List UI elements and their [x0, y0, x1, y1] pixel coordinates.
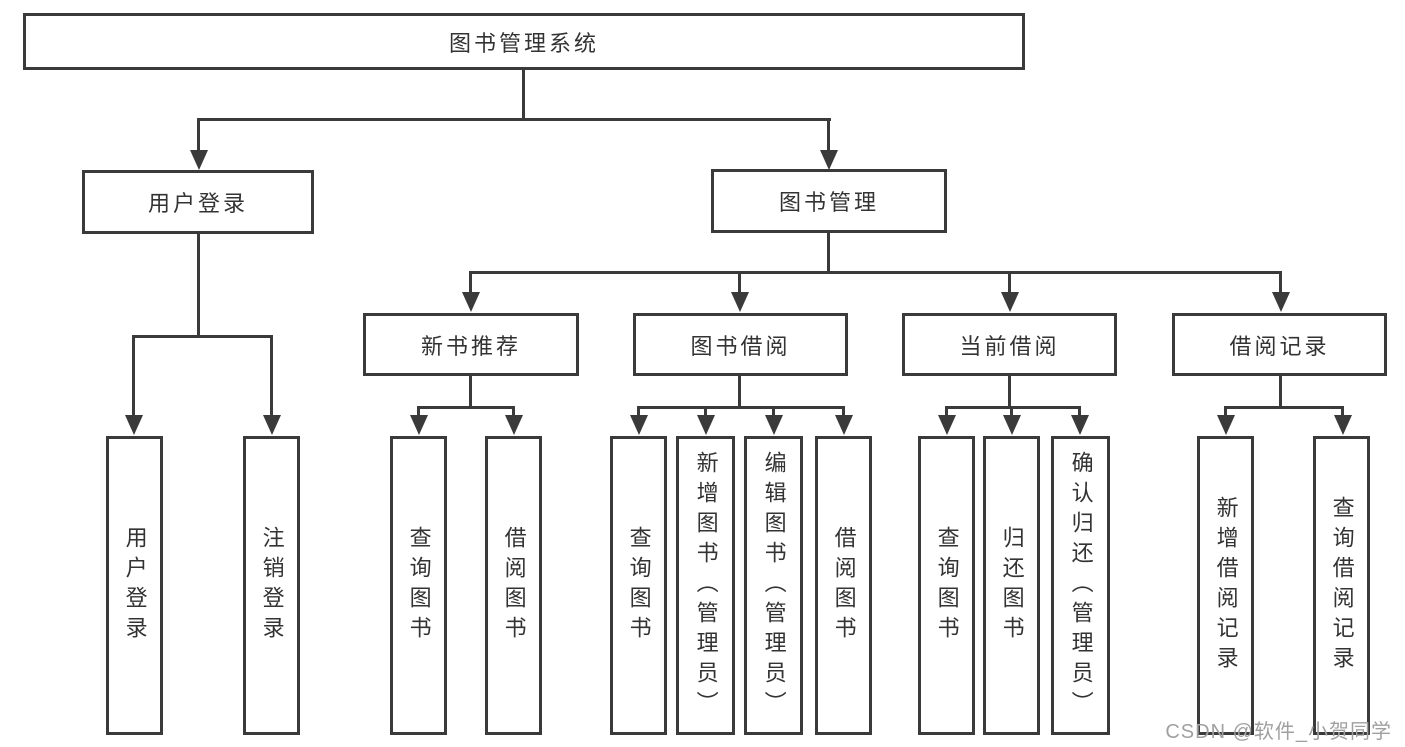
node-label: 当前借阅	[959, 333, 1060, 359]
node-label: 确认归还（管理员）	[1068, 450, 1094, 721]
line-segment	[197, 234, 200, 337]
node-label: 借阅图书	[501, 525, 527, 646]
arrowhead-down-icon	[765, 415, 783, 435]
line-segment	[738, 376, 741, 408]
line-segment	[512, 406, 515, 416]
node-label: 查询图书	[934, 525, 960, 646]
arrowhead-down-icon	[820, 150, 838, 170]
node-label: 查询图书	[406, 525, 432, 646]
arrowhead-down-icon	[505, 415, 523, 435]
line-segment	[1078, 406, 1081, 416]
node-borrowing-records: 借阅记录	[1172, 313, 1387, 376]
arrowhead-down-icon	[263, 415, 281, 435]
arrowhead-down-icon	[1334, 415, 1352, 435]
line-segment	[842, 406, 845, 416]
node-label: 图书管理系统	[448, 30, 599, 56]
node-book-management: 图书管理	[711, 169, 947, 233]
leaf-nb-borrow-books: 借阅图书	[485, 436, 542, 735]
line-segment	[1224, 406, 1227, 416]
node-label: 查询借阅记录	[1329, 495, 1355, 676]
line-segment	[1008, 271, 1011, 293]
node-label: 注销登录	[259, 525, 285, 646]
node-label: 查询图书	[626, 525, 652, 646]
line-segment	[704, 406, 707, 416]
node-book-borrowing: 图书借阅	[633, 313, 848, 376]
node-user-login: 用户登录	[82, 170, 314, 234]
line-segment	[1008, 376, 1011, 408]
leaf-bb-borrow-books: 借阅图书	[815, 436, 872, 735]
line-segment	[270, 335, 273, 416]
arrowhead-down-icon	[1003, 415, 1021, 435]
arrowhead-down-icon	[125, 415, 143, 435]
line-segment	[132, 335, 135, 416]
line-segment	[827, 118, 830, 152]
node-library-system: 图书管理系统	[23, 13, 1025, 70]
node-label: 借阅记录	[1229, 333, 1330, 359]
line-segment	[469, 271, 1282, 274]
leaf-bb-edit-books-admin: 编辑图书（管理员）	[744, 436, 803, 735]
arrowhead-down-icon	[835, 415, 853, 435]
arrowhead-down-icon	[731, 292, 749, 312]
leaf-br-query-record: 查询借阅记录	[1313, 436, 1370, 735]
leaf-logout: 注销登录	[243, 436, 300, 735]
line-segment	[197, 118, 831, 121]
arrowhead-down-icon	[462, 292, 480, 312]
arrowhead-down-icon	[1272, 292, 1290, 312]
line-segment	[417, 406, 420, 416]
line-segment	[827, 233, 830, 273]
arrowhead-down-icon	[190, 150, 208, 170]
leaf-cb-confirm-return-admin: 确认归还（管理员）	[1051, 436, 1110, 735]
node-new-book-recommend: 新书推荐	[363, 313, 579, 376]
line-segment	[738, 271, 741, 293]
line-segment	[1279, 376, 1282, 408]
line-segment	[1010, 406, 1013, 416]
line-segment	[469, 271, 472, 293]
line-segment	[1341, 406, 1344, 416]
node-current-borrowing: 当前借阅	[902, 313, 1117, 376]
leaf-user-login: 用户登录	[106, 436, 163, 735]
line-segment	[522, 69, 525, 121]
node-label: 新书推荐	[420, 333, 521, 359]
leaf-br-add-record: 新增借阅记录	[1197, 436, 1254, 735]
node-label: 用户登录	[122, 525, 148, 646]
line-segment	[637, 406, 640, 416]
leaf-nb-query-books: 查询图书	[390, 436, 447, 735]
arrowhead-down-icon	[410, 415, 428, 435]
line-segment	[469, 376, 472, 408]
line-segment	[197, 118, 200, 152]
arrowhead-down-icon	[697, 415, 715, 435]
node-label: 图书管理	[778, 190, 879, 215]
line-segment	[772, 406, 775, 416]
arrowhead-down-icon	[1217, 415, 1235, 435]
line-segment	[1279, 271, 1282, 293]
arrowhead-down-icon	[1071, 415, 1089, 435]
node-label: 新增借阅记录	[1213, 495, 1239, 676]
arrowhead-down-icon	[1001, 292, 1019, 312]
line-segment	[945, 406, 1081, 409]
line-segment	[417, 406, 515, 409]
line-segment	[637, 406, 845, 409]
node-label: 归还图书	[999, 525, 1025, 646]
node-label: 编辑图书（管理员）	[761, 450, 787, 721]
node-label: 借阅图书	[831, 525, 857, 646]
node-label: 图书借阅	[690, 333, 791, 359]
node-label: 新增图书（管理员）	[693, 450, 719, 721]
leaf-cb-return-books: 归还图书	[983, 436, 1040, 735]
node-label: 用户登录	[147, 191, 248, 216]
leaf-bb-add-books-admin: 新增图书（管理员）	[676, 436, 735, 735]
arrowhead-down-icon	[938, 415, 956, 435]
line-segment	[1224, 406, 1344, 409]
line-segment	[945, 406, 948, 416]
line-segment	[132, 335, 273, 338]
csdn-watermark: CSDN @软件_小贺同学	[1165, 721, 1392, 743]
leaf-bb-query-books: 查询图书	[610, 436, 667, 735]
arrowhead-down-icon	[630, 415, 648, 435]
leaf-cb-query-books: 查询图书	[918, 436, 975, 735]
